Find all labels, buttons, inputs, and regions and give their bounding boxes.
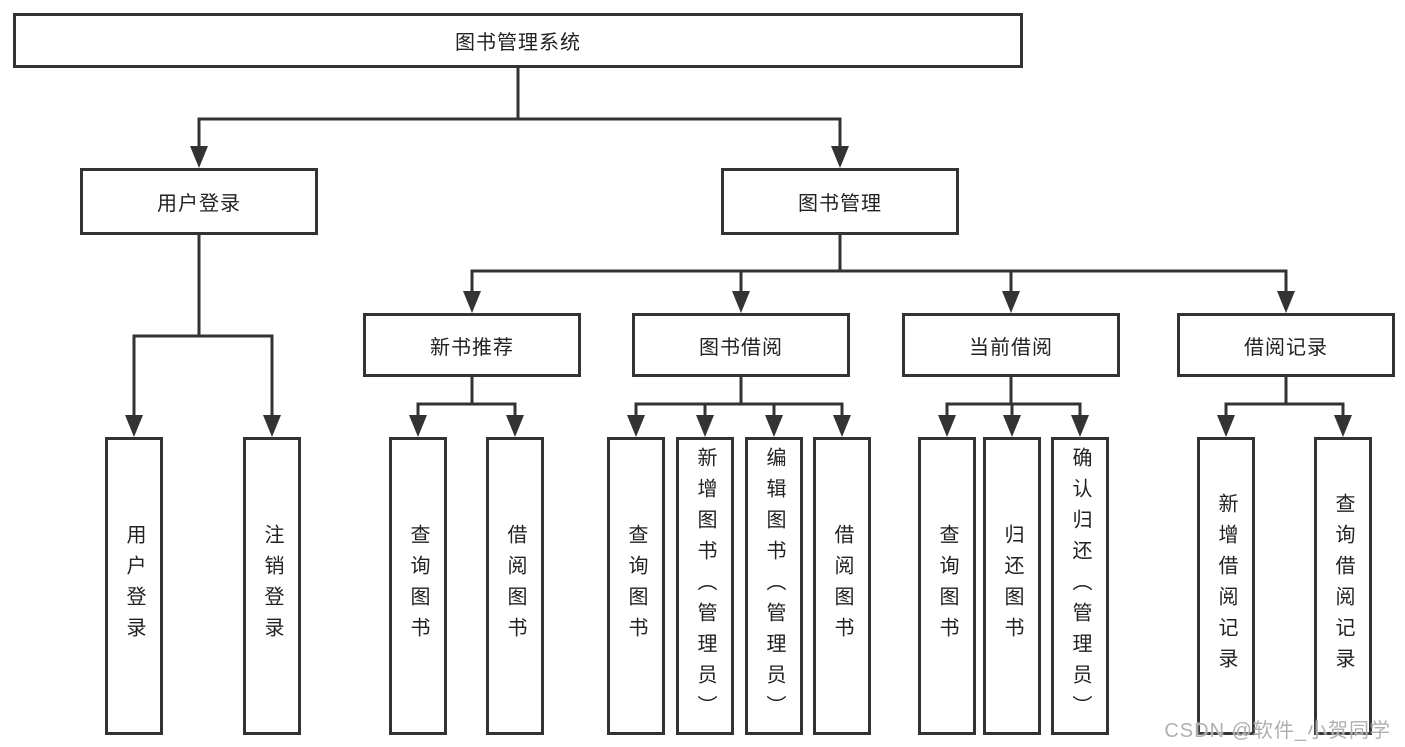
arrowhead-down-icon — [765, 415, 783, 437]
leaf-user-login-label: 用户登录 — [123, 524, 145, 648]
branch-line-user-login — [132, 235, 274, 416]
leaf-query-borrow-record: 查询借阅记录 — [1314, 437, 1372, 735]
node-root-label: 图书管理系统 — [455, 32, 581, 54]
arrowhead-down-icon — [1277, 291, 1295, 313]
leaf-query-books-borrow-label: 查询图书 — [625, 524, 647, 648]
leaf-add-books-admin: 新增图书（管理员） — [676, 437, 734, 735]
leaf-return-books: 归还图书 — [983, 437, 1041, 735]
csdn-watermark: CSDN @软件_小贺同学 — [1164, 720, 1391, 742]
leaf-logout: 注销登录 — [243, 437, 301, 735]
node-book-management-label: 图书管理 — [798, 193, 882, 215]
arrowhead-down-icon — [732, 291, 750, 313]
leaf-borrow-books-label: 借阅图书 — [831, 524, 853, 648]
arrowhead-down-icon — [263, 415, 281, 437]
leaf-add-borrow-record: 新增借阅记录 — [1197, 437, 1255, 735]
leaf-query-books-current: 查询图书 — [918, 437, 976, 735]
branch-line-current-borrow — [945, 377, 1082, 416]
branch-line-book-borrow — [634, 377, 844, 416]
node-book-borrow-label: 图书借阅 — [699, 336, 783, 359]
arrowhead-down-icon — [1002, 291, 1020, 313]
arrowhead-down-icon — [506, 415, 524, 437]
arrowhead-down-icon — [409, 415, 427, 437]
branch-line-root — [197, 66, 842, 147]
leaf-edit-books-admin: 编辑图书（管理员） — [745, 437, 803, 735]
leaf-borrow-books-recommend-label: 借阅图书 — [504, 524, 526, 648]
branch-line-book-mgmt — [470, 235, 1288, 292]
leaf-add-books-admin-label: 新增图书（管理员） — [694, 446, 716, 726]
node-user-login: 用户登录 — [80, 168, 318, 235]
node-new-book-recommend: 新书推荐 — [363, 313, 581, 377]
arrowhead-down-icon — [696, 415, 714, 437]
node-book-borrow: 图书借阅 — [632, 313, 850, 377]
node-borrow-records-label: 借阅记录 — [1244, 336, 1328, 359]
leaf-confirm-return-admin-label: 确认归还（管理员） — [1069, 446, 1091, 726]
leaf-confirm-return-admin: 确认归还（管理员） — [1051, 437, 1109, 735]
node-borrow-records: 借阅记录 — [1177, 313, 1395, 377]
node-current-borrow: 当前借阅 — [902, 313, 1120, 377]
arrowhead-down-icon — [938, 415, 956, 437]
leaf-user-login: 用户登录 — [105, 437, 163, 735]
branch-line-borrow-records — [1224, 377, 1345, 416]
leaf-return-books-label: 归还图书 — [1001, 524, 1023, 648]
arrowhead-down-icon — [125, 415, 143, 437]
node-root-system: 图书管理系统 — [13, 13, 1023, 68]
arrowhead-down-icon — [463, 291, 481, 313]
leaf-query-books-recommend-label: 查询图书 — [407, 524, 429, 648]
arrowhead-down-icon — [1003, 415, 1021, 437]
node-user-login-label: 用户登录 — [157, 193, 241, 215]
leaf-edit-books-admin-label: 编辑图书（管理员） — [763, 446, 785, 726]
leaf-add-borrow-record-label: 新增借阅记录 — [1215, 493, 1237, 679]
node-current-borrow-label: 当前借阅 — [969, 336, 1053, 359]
leaf-borrow-books-recommend: 借阅图书 — [486, 437, 544, 735]
leaf-query-books-current-label: 查询图书 — [936, 524, 958, 648]
arrowhead-down-icon — [833, 415, 851, 437]
node-new-book-recommend-label: 新书推荐 — [430, 336, 514, 359]
arrowhead-down-icon — [831, 146, 849, 168]
leaf-borrow-books: 借阅图书 — [813, 437, 871, 735]
arrowhead-down-icon — [1334, 415, 1352, 437]
arrowhead-down-icon — [1217, 415, 1235, 437]
leaf-logout-label: 注销登录 — [261, 524, 283, 648]
leaf-query-books-borrow: 查询图书 — [607, 437, 665, 735]
leaf-query-borrow-record-label: 查询借阅记录 — [1332, 493, 1354, 679]
arrowhead-down-icon — [627, 415, 645, 437]
branch-line-new-book — [416, 377, 517, 416]
arrowhead-down-icon — [190, 146, 208, 168]
node-book-management: 图书管理 — [721, 168, 959, 235]
arrowhead-down-icon — [1071, 415, 1089, 437]
leaf-query-books-recommend: 查询图书 — [389, 437, 447, 735]
